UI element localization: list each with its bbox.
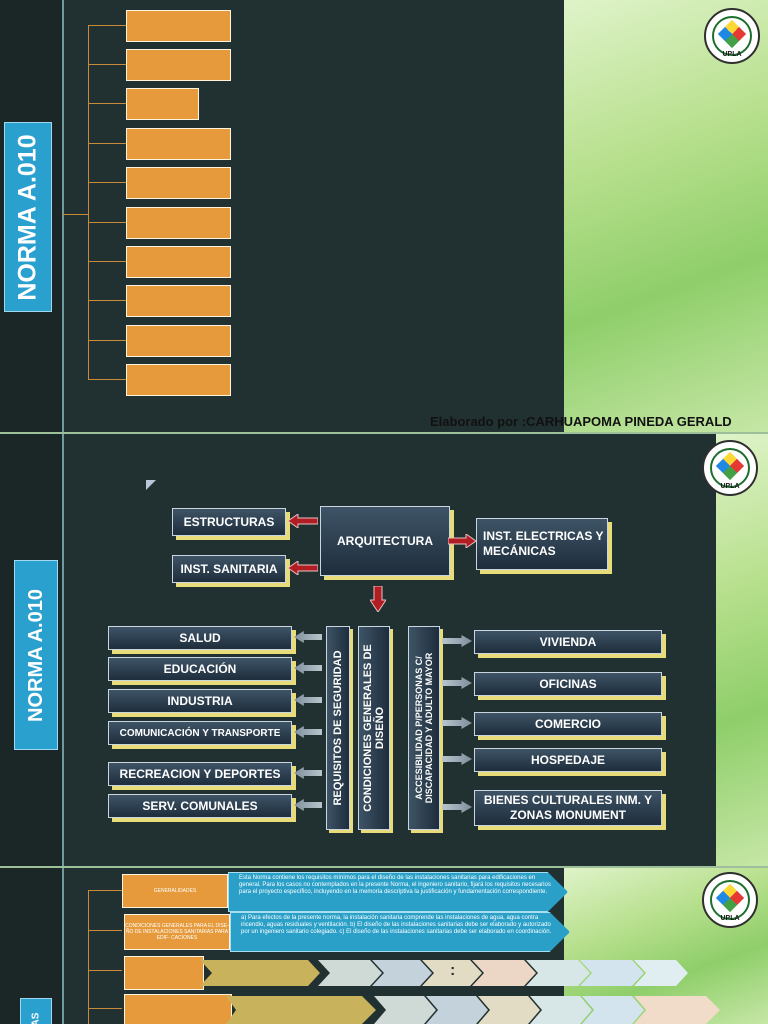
arrow-right-icon (448, 534, 476, 548)
university-logo: UPLA (704, 8, 760, 64)
green-decor-panel (716, 434, 768, 866)
right-category-item: BIENES CULTURALES INM. Y ZONAS MONUMENT (474, 790, 662, 826)
condiciones-text: a) Para efectos de la presente norma, la… (230, 912, 570, 952)
accesibilidad-box: ACCESIBILIDAD P/PERSONAS C/ DISCAPACIDAD… (408, 626, 440, 830)
left-category-item: INDUSTRIA (108, 689, 292, 713)
slide-separator (0, 432, 768, 434)
generalidades-text: Esta Norma contiene los requisitos mínim… (228, 872, 568, 912)
tree-branch (88, 1008, 122, 1009)
estructuras-box: ESTRUCTURAS (172, 508, 286, 536)
arrow-right-icon (442, 801, 472, 813)
condiciones-generales-box: CONDICIONES GENERALES PARA EL DISE- ÑO D… (124, 914, 230, 950)
left-category-item: EDUCACIÓN (108, 657, 292, 681)
tree-branch (88, 340, 126, 341)
empty-orange-box (126, 207, 231, 239)
left-category-item: SERV. COMUNALES (108, 794, 292, 818)
empty-orange-box (126, 246, 231, 278)
tree-trunk (88, 26, 89, 380)
generalidades-box: GENERALIDADES (122, 874, 228, 908)
norma-title-label: NORMA A.010 (4, 122, 52, 312)
empty-orange-box (126, 49, 231, 81)
empty-box (124, 956, 204, 990)
tree-branch (88, 261, 126, 262)
slide-norma-tree: NORMA A.010 UPLA Elaborado por :CARHUAPO… (0, 0, 768, 432)
arrow-right-icon (442, 635, 472, 647)
arrow-right-icon (442, 753, 472, 765)
arrow-right-icon (442, 677, 472, 689)
empty-orange-box (126, 285, 231, 317)
arrow-left-icon (294, 662, 322, 674)
tree-branch (88, 222, 126, 223)
tree-branch (88, 379, 126, 380)
empty-orange-box (126, 10, 231, 42)
tree-branch (88, 143, 126, 144)
colon-mark: : (450, 962, 456, 979)
university-logo: UPLA (702, 872, 758, 928)
arquitectura-box: ARQUITECTURA (320, 506, 450, 576)
slide-instalaciones-sanitarias: AS UPLA GENERALIDADES CONDICIONES GENERA… (0, 868, 768, 1024)
arrow-left-icon (294, 631, 322, 643)
slide-separator (0, 866, 768, 868)
side-title-label: AS (20, 998, 52, 1024)
arrow-left-icon (288, 561, 318, 575)
tree-branch (88, 890, 122, 891)
university-logo: UPLA (702, 440, 758, 496)
left-category-item: RECREACION Y DEPORTES (108, 762, 292, 786)
right-category-item: COMERCIO (474, 712, 662, 736)
corner-triangle-icon (146, 480, 156, 490)
tree-connector-h (62, 214, 88, 215)
green-decor-panel (564, 0, 768, 432)
arrow-left-icon (294, 726, 322, 738)
tree-trunk (88, 890, 89, 1024)
right-category-item: HOSPEDAJE (474, 748, 662, 772)
empty-box (124, 994, 232, 1024)
arrow-left-icon (288, 514, 318, 528)
empty-orange-box (126, 128, 231, 160)
tree-branch (88, 930, 122, 931)
arrow-left-icon (294, 694, 322, 706)
left-category-item: SALUD (108, 626, 292, 650)
left-category-item: COMUNICACIÓN Y TRANSPORTE (108, 721, 292, 745)
process-chevrons (200, 960, 688, 986)
empty-orange-box (126, 364, 231, 396)
tree-branch (88, 103, 126, 104)
arrow-down-icon (370, 586, 386, 612)
tree-branch (88, 64, 126, 65)
inst-electricas-box: INST. ELECTRICAS Y MECÁNICAS (476, 518, 608, 570)
arrow-right-icon (442, 717, 472, 729)
tree-branch (88, 300, 126, 301)
empty-orange-box (126, 325, 231, 357)
requisitos-seguridad-box: REQUISITOS DE SEGURIDAD (326, 626, 350, 830)
process-chevrons (226, 996, 720, 1024)
tree-branch (88, 182, 126, 183)
arrow-left-icon (294, 767, 322, 779)
right-category-item: OFICINAS (474, 672, 662, 696)
right-category-item: VIVIENDA (474, 630, 662, 654)
norma-title-label: NORMA A.010 (14, 560, 58, 750)
condiciones-generales-box: CONDICIONES GENERALES DE DISEÑO (358, 626, 390, 830)
empty-orange-box (126, 88, 199, 120)
slide-arquitectura-diagram: NORMA A.010 UPLA ARQUITECTURA ESTRUCTURA… (0, 434, 768, 866)
tree-branch (88, 970, 122, 971)
empty-orange-box (126, 167, 231, 199)
tree-branch (88, 25, 126, 26)
author-credit: Elaborado por :CARHUAPOMA PINEDA GERALD (430, 414, 732, 429)
inst-sanitaria-box: INST. SANITARIA (172, 555, 286, 583)
arrow-left-icon (294, 799, 322, 811)
